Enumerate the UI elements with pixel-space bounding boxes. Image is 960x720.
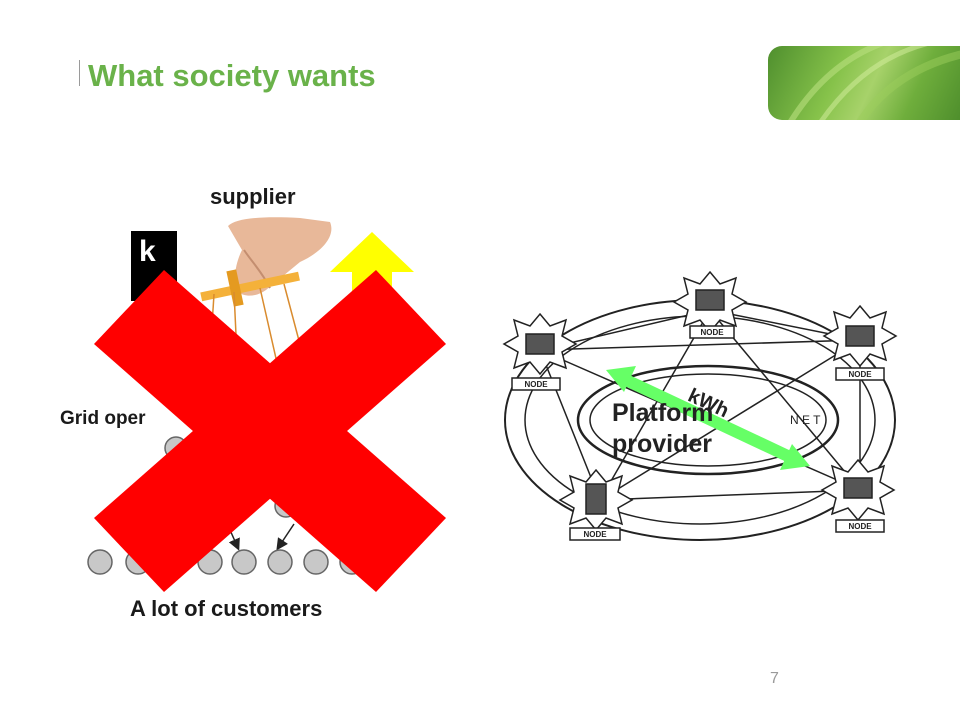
node-bottom-right — [820, 458, 896, 533]
node-right — [822, 304, 898, 381]
node-label-right: NODE — [848, 370, 872, 379]
yellow-arrow-icon — [330, 232, 414, 300]
header-banner — [768, 46, 960, 120]
node-label-top: NODE — [700, 328, 724, 337]
customers-label: A lot of customers — [130, 596, 323, 621]
node-icons — [502, 270, 898, 541]
title-divider — [79, 60, 80, 86]
kwh-double-arrow-icon — [606, 366, 810, 470]
banner-swirl — [788, 46, 960, 120]
node-label-bottom-right: NODE — [848, 522, 872, 531]
platform-label-line1: Platform — [612, 399, 714, 427]
platform-label-line2: provider — [612, 430, 713, 458]
page-number: 7 — [770, 670, 779, 687]
platform-provider-label: Platform provider — [612, 398, 713, 460]
node-label-bottom-left: NODE — [583, 530, 607, 539]
network-label: N E T — [790, 413, 821, 427]
grid-operator-label: Grid oper — [60, 408, 146, 429]
supplier-label: supplier — [210, 184, 296, 209]
page-title: What society wants — [88, 58, 376, 93]
node-bottom-left — [558, 468, 634, 541]
node-label-left: NODE — [524, 380, 548, 389]
k-box-label: k — [139, 235, 156, 268]
node-left — [502, 312, 578, 391]
node-top — [672, 270, 748, 339]
